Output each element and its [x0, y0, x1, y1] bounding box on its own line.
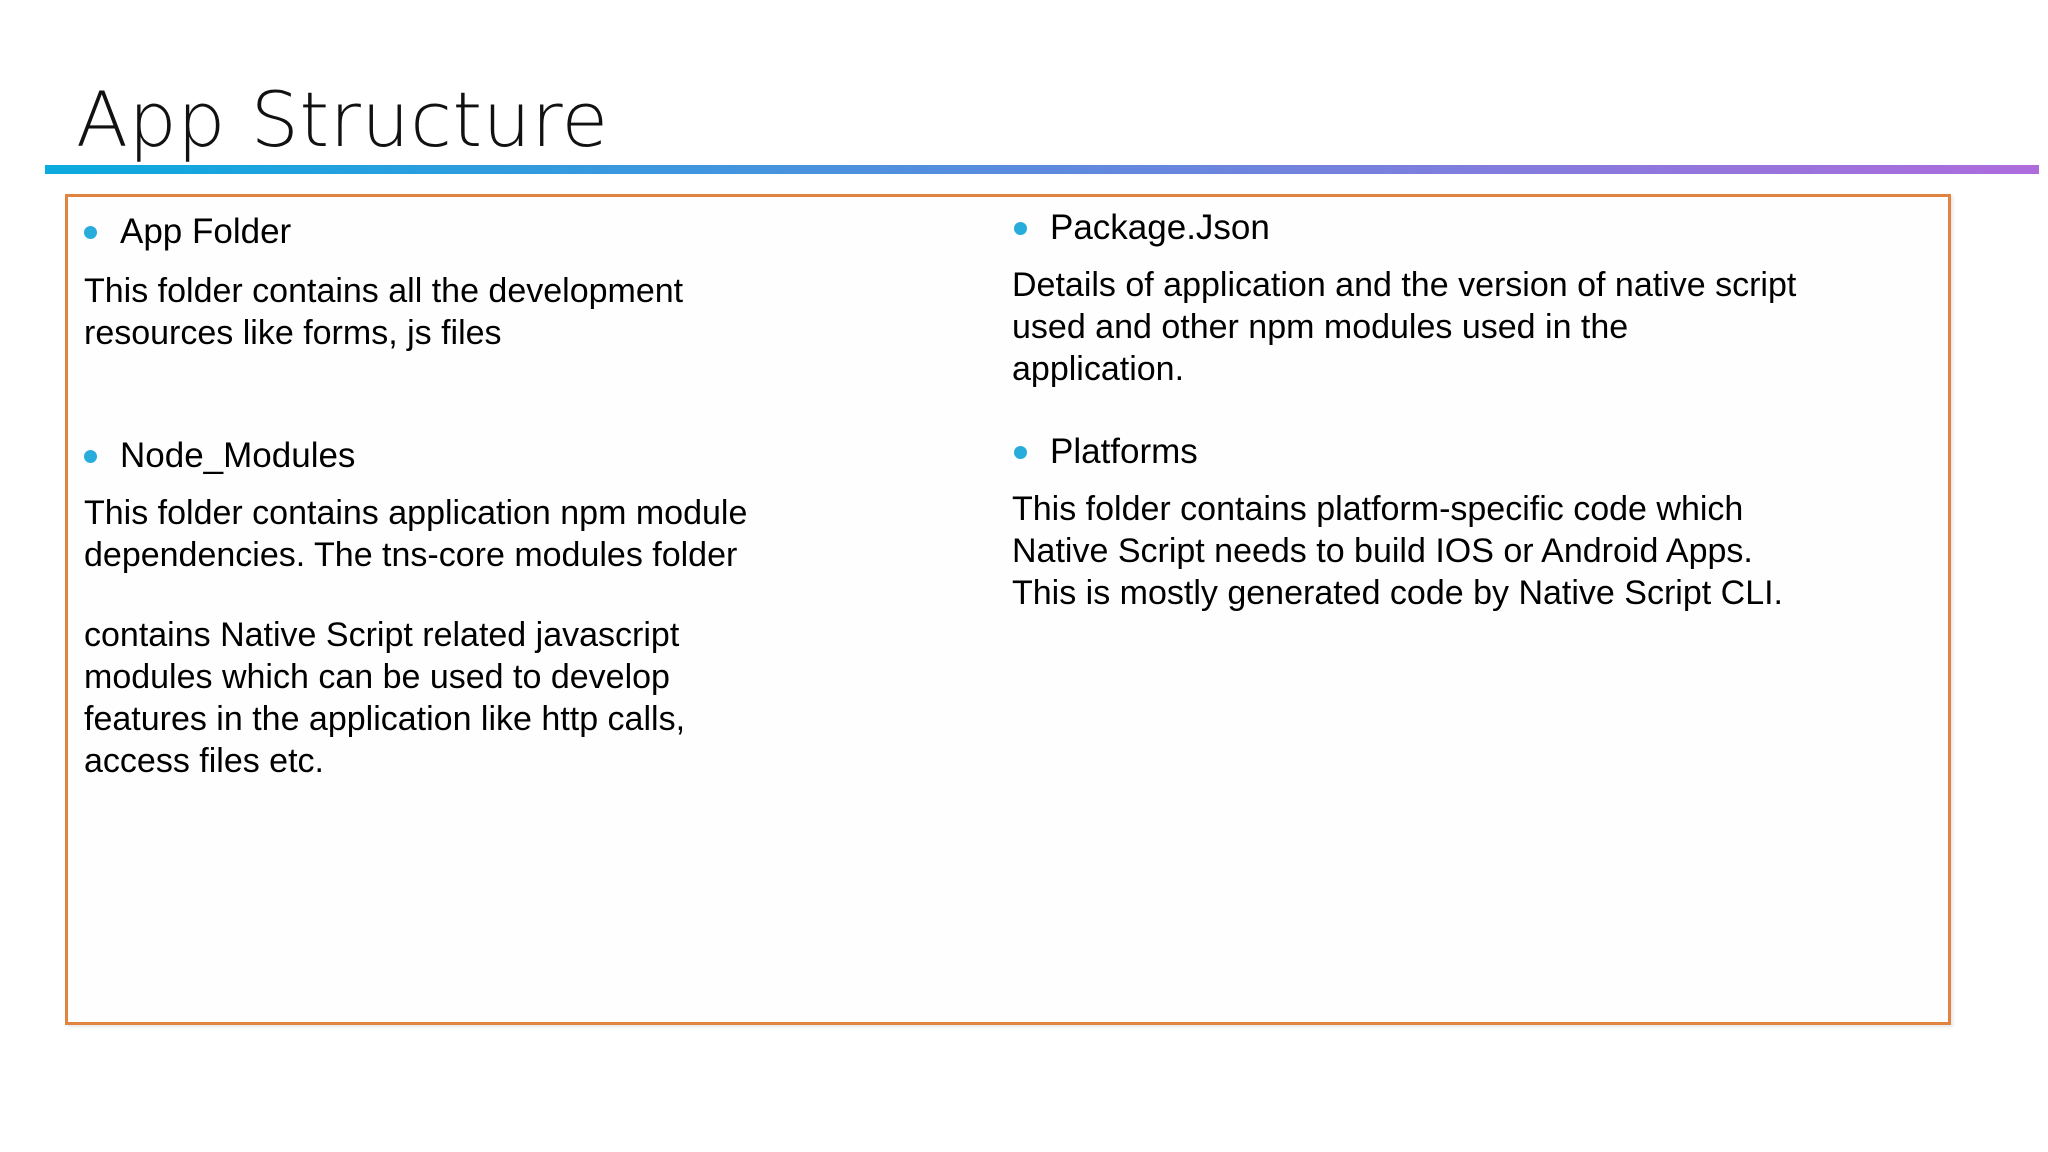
content-block-platforms: Platforms This folder contains platform-…	[998, 431, 1928, 614]
bullet-heading-row: App Folder	[68, 211, 998, 253]
block-paragraph-package-json: Details of application and the version o…	[1012, 266, 1797, 388]
content-block-node-modules: Node_Modules This folder contains applic…	[68, 435, 998, 782]
bullet-heading-row: Platforms	[998, 431, 1928, 473]
bullet-dot-icon	[84, 450, 97, 463]
block-heading-package-json: Package.Json	[1050, 208, 1270, 247]
block-paragraph-platforms: This folder contains platform-specific c…	[1012, 490, 1783, 612]
bullet-dot-icon	[1014, 446, 1027, 459]
content-block-app-folder: App Folder This folder contains all the …	[68, 211, 998, 354]
page-title: App Structure	[76, 75, 609, 164]
bullet-dot-icon	[1014, 222, 1027, 235]
block-paragraph-app-folder: This folder contains all the development…	[84, 272, 684, 352]
title-underline-gradient-rule	[45, 165, 2039, 174]
content-block-package-json: Package.Json Details of application and …	[998, 207, 1928, 390]
content-frame: App Folder This folder contains all the …	[65, 194, 1951, 1025]
block-paragraph-node-modules-1: This folder contains application npm mod…	[84, 494, 748, 574]
block-heading-node-modules: Node_Modules	[120, 436, 356, 475]
block-heading-app-folder: App Folder	[120, 212, 292, 251]
bullet-heading-row: Node_Modules	[68, 435, 998, 477]
block-heading-platforms: Platforms	[1050, 432, 1198, 471]
bullet-heading-row: Package.Json	[998, 207, 1928, 249]
bullet-dot-icon	[84, 226, 97, 239]
block-paragraph-node-modules-2: contains Native Script related javascrip…	[84, 616, 686, 780]
